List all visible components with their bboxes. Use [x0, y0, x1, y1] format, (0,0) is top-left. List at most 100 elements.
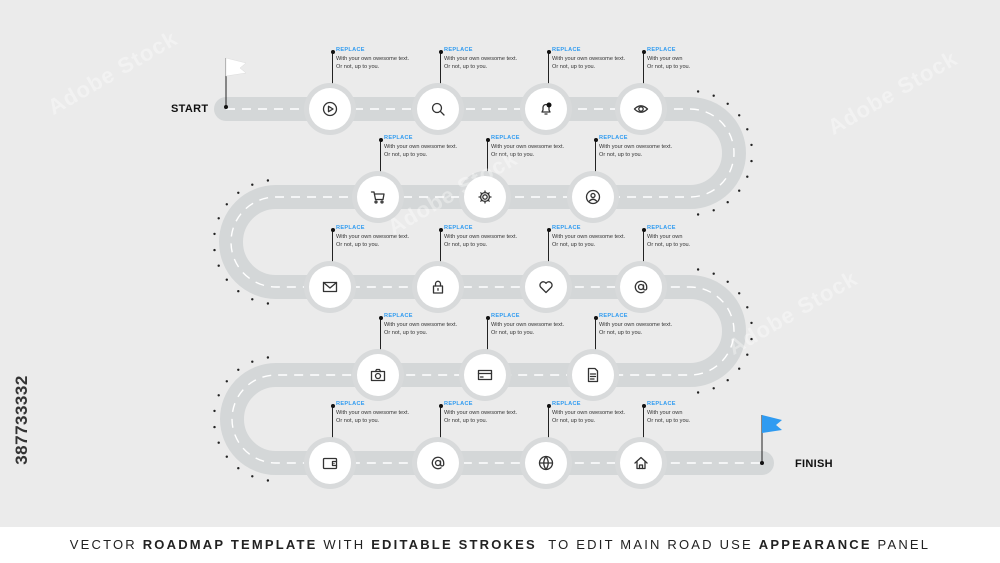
turn-arrow-mark: [738, 114, 741, 117]
turn-arrow-mark: [750, 159, 753, 163]
turn-arrow-mark: [696, 90, 700, 93]
turn-arrow-mark: [726, 379, 729, 382]
user-icon: [585, 189, 601, 205]
turn-arrow-mark: [225, 380, 228, 383]
caption-bold: EDITABLE STROKES: [371, 537, 537, 552]
stop-pin-dot: [378, 138, 383, 142]
turn-arrow-mark: [712, 209, 715, 212]
stop-text-line2: Or not, up to you.: [444, 241, 488, 248]
stop-pin-dot: [330, 228, 335, 232]
stop-node[interactable]: [464, 354, 506, 396]
stop-text-line1: With your own owesome text.: [552, 410, 626, 416]
turn-arrow-mark: [738, 189, 741, 192]
stop-text-line2: Or not, up to you.: [444, 417, 488, 424]
stop-node[interactable]: [572, 354, 614, 396]
stop-text-line2: Or not, up to you.: [444, 63, 488, 70]
road-center-line: [226, 108, 762, 464]
stop-text-line1: With your own owesome text.: [336, 234, 410, 240]
at-icon: [634, 280, 648, 294]
stop-text: With your own owesome text.Or not, up to…: [384, 144, 474, 159]
stop-node[interactable]: [357, 354, 399, 396]
stop-node[interactable]: [620, 266, 662, 308]
stop-text-line2: Or not, up to you.: [491, 151, 535, 158]
stop-node[interactable]: [417, 266, 459, 308]
stop-title: REPLACE: [384, 135, 413, 141]
stop-text-line1: With your own owesome text.: [336, 56, 410, 62]
stop-label: REPLACE With your own owesome text.Or no…: [491, 313, 581, 337]
stop-text: With your own owesome text.Or not, up to…: [491, 322, 581, 337]
stop-title: REPLACE: [552, 47, 581, 53]
caption-part: TO EDIT MAIN ROAD USE: [536, 537, 759, 552]
turn-arrow-mark: [251, 360, 254, 363]
stop-pin: [440, 230, 441, 266]
stop-node[interactable]: [309, 266, 351, 308]
stop-pin: [548, 230, 549, 266]
stop-label: REPLACE With your own owesome text.Or no…: [384, 135, 474, 159]
stop-node[interactable]: [525, 442, 567, 484]
stop-text: With your own owesome text.Or not, up to…: [444, 234, 534, 249]
turn-arrow-mark: [712, 272, 715, 275]
stop-text-line2: Or not, up to you.: [552, 417, 596, 424]
stop-text-line2: Or not, up to you.: [647, 417, 691, 424]
stop-text: With your own owesome text.Or not, up to…: [552, 56, 642, 71]
turn-arrow-mark: [217, 394, 220, 397]
stop-node[interactable]: [417, 88, 459, 130]
stop-node[interactable]: [572, 176, 614, 218]
turn-arrow-mark: [712, 387, 715, 390]
stop-text-line2: Or not, up to you.: [384, 329, 428, 336]
stop-pin: [332, 52, 333, 88]
stop-title: REPLACE: [491, 313, 520, 319]
stop-pin-dot: [438, 404, 443, 408]
stop-title: REPLACE: [599, 135, 628, 141]
stop-title: REPLACE: [491, 135, 520, 141]
turn-arrow-mark: [266, 479, 270, 482]
stop-pin: [332, 406, 333, 442]
stop-title: REPLACE: [552, 225, 581, 231]
turn-arrow-mark: [251, 475, 254, 478]
turn-arrow-mark: [237, 191, 240, 194]
stop-node[interactable]: [620, 88, 662, 130]
stop-pin-dot: [330, 404, 335, 408]
stop-pin-dot: [546, 404, 551, 408]
search-icon: [431, 102, 445, 116]
stop-text-line1: With your own owesome text.: [552, 234, 626, 240]
eye-icon: [633, 105, 649, 113]
stop-pin: [380, 140, 381, 176]
start-flag-icon: [224, 57, 247, 109]
stop-title: REPLACE: [444, 401, 473, 407]
roadmap-canvas: START FINISH REPLACE With your own oweso…: [12, 47, 833, 484]
stop-pin-dot: [641, 404, 646, 408]
cart-icon: [370, 191, 385, 204]
stop-label: REPLACE With your own owesome text.Or no…: [384, 313, 474, 337]
card-icon: [477, 369, 493, 381]
stop-label: REPLACE With your own owesome text.Or no…: [552, 47, 642, 71]
stop-node[interactable]: [464, 176, 506, 218]
stop-title: REPLACE: [336, 401, 365, 407]
stop-node[interactable]: [357, 176, 399, 218]
stop-title: REPLACE: [336, 47, 365, 53]
stop-text: With your own owesome text.Or not, up to…: [552, 234, 642, 249]
stop-pin-dot: [438, 50, 443, 54]
turn-arrow-mark: [726, 201, 729, 204]
stop-node[interactable]: [309, 88, 351, 130]
document-icon: [587, 367, 599, 383]
stop-pin-dot: [641, 228, 646, 232]
turn-arrow-mark: [738, 367, 741, 370]
turn-arrow-mark: [217, 441, 220, 444]
stop-text-line1: With your own: [647, 234, 683, 240]
stop-node[interactable]: [417, 442, 459, 484]
stop-text-line1: With your own owesome text.: [444, 56, 518, 62]
stop-node[interactable]: [309, 442, 351, 484]
stop-pin: [332, 230, 333, 266]
stop-node[interactable]: [525, 88, 567, 130]
stop-text-line2: Or not, up to you.: [552, 63, 596, 70]
stop-text-line1: With your own owesome text.: [599, 322, 673, 328]
stop-pin-dot: [593, 316, 598, 320]
stop-pin: [380, 318, 381, 354]
stop-node[interactable]: [525, 266, 567, 308]
turn-arrow-mark: [213, 425, 216, 429]
stop-node[interactable]: [620, 442, 662, 484]
